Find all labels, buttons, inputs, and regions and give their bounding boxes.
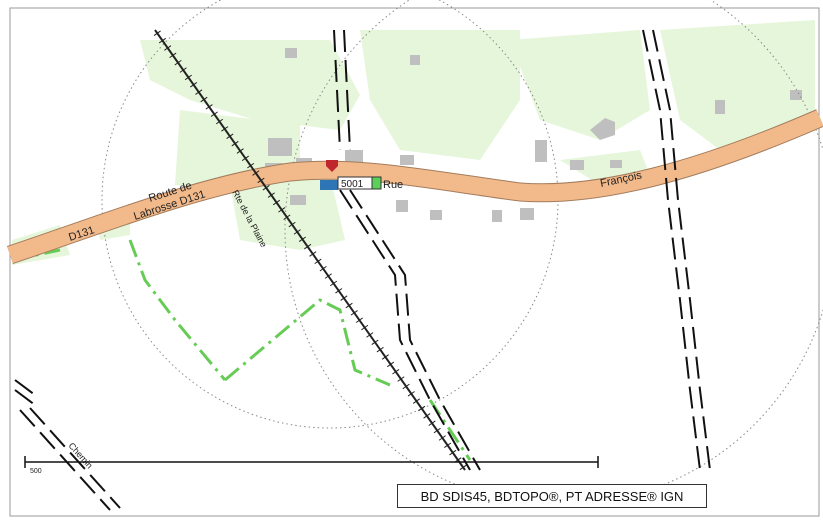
track-lines (14, 29, 711, 511)
rail-tie (449, 449, 457, 456)
rail-tie (412, 398, 421, 404)
label-rue: Rue (383, 179, 403, 191)
railway-line (153, 29, 467, 471)
rail-tie (371, 339, 379, 345)
rail-tie (215, 118, 224, 125)
rail-tie (444, 442, 452, 448)
rail-tie (350, 310, 358, 316)
rail-tie (153, 30, 161, 36)
rail-tie (335, 288, 343, 294)
rail-tie (345, 302, 353, 309)
rail-tie (226, 133, 234, 139)
rail-tie (288, 221, 296, 228)
rail-tie (402, 383, 410, 390)
rail-tie (169, 52, 177, 59)
rail-tie (174, 59, 182, 66)
rail-tie (158, 37, 167, 44)
rail-tie (459, 464, 467, 471)
rail-tie (283, 214, 291, 220)
map-pin-icon[interactable] (326, 160, 338, 172)
address-marker-tab (371, 176, 382, 190)
rail-tie (210, 111, 218, 117)
rail-tie (272, 199, 281, 206)
rail-tie (184, 74, 192, 81)
rail-tie (231, 140, 239, 147)
rail-tie (397, 376, 405, 382)
rail-tie (195, 89, 203, 95)
rail-tie (200, 96, 208, 103)
rail-tie (278, 207, 286, 213)
rail-tie (381, 354, 389, 360)
rail-tie (366, 332, 374, 338)
rail-tie (267, 192, 275, 198)
address-marker-flag (320, 180, 338, 190)
rail-tie (262, 185, 270, 191)
rail-tie (428, 420, 436, 426)
rail-tie (205, 104, 213, 110)
vegetation-layer (12, 20, 815, 265)
rail-tie (319, 265, 327, 272)
rail-tie (418, 405, 426, 412)
rail-tie (164, 45, 172, 51)
rail-tie (293, 229, 301, 235)
rail-tie (361, 324, 369, 331)
rail-tie (304, 243, 312, 250)
rail-tie (392, 368, 400, 375)
attribution-box: BD SDIS45, BDTOPO®, PT ADRESSE® IGN (397, 484, 707, 508)
rail-tie (298, 236, 307, 242)
rail-tie (423, 413, 431, 419)
rail-tie (340, 295, 348, 301)
rail-tie (355, 317, 364, 323)
scale-bar-label: 500 (30, 468, 42, 475)
rail-tie (247, 162, 255, 169)
rail-tie (438, 435, 446, 441)
rail-tie (329, 280, 338, 287)
scale-bar: 500 (24, 456, 599, 475)
rail-tie (241, 155, 249, 162)
rail-tie (376, 346, 384, 353)
address-marker[interactable]: 5001 (320, 160, 382, 190)
rail-tie (179, 67, 187, 73)
main-road (6, 109, 823, 265)
rail-tie (252, 170, 260, 176)
rail-tie (309, 251, 317, 257)
rail-tie (324, 273, 332, 279)
rail-tie (236, 148, 244, 154)
rail-tie (407, 391, 415, 397)
rail-tie (433, 427, 441, 434)
rail-tie (314, 258, 322, 265)
rail-tie (221, 126, 229, 132)
address-number: 5001 (341, 179, 364, 190)
rail-tie (387, 361, 395, 368)
rail-tie (257, 177, 265, 184)
rail-tie (190, 82, 198, 88)
